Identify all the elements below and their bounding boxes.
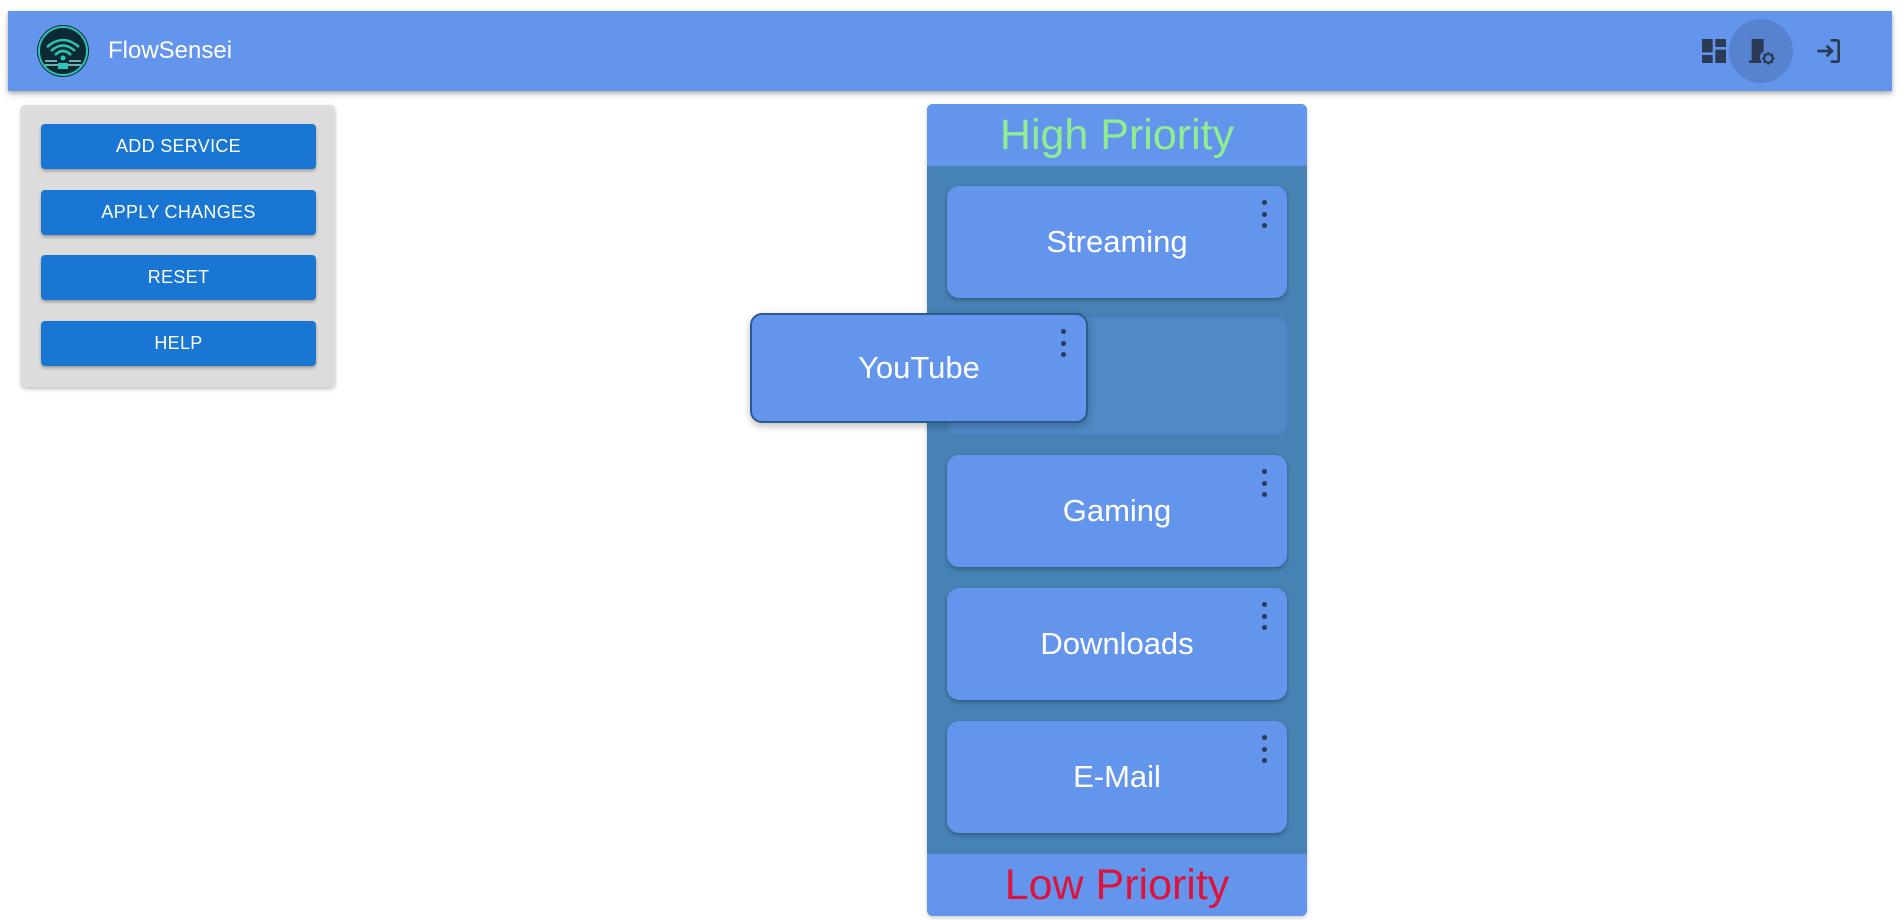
dashboard-button[interactable]	[1682, 19, 1746, 83]
dashboard-icon	[1702, 39, 1726, 63]
more-vert-icon[interactable]	[1054, 329, 1072, 357]
admin-settings-icon	[1749, 39, 1775, 65]
service-card-downloads[interactable]: Downloads	[947, 588, 1287, 700]
more-vert-icon[interactable]	[1255, 469, 1273, 497]
app-title: FlowSensei	[108, 37, 233, 64]
more-vert-icon[interactable]	[1255, 602, 1273, 630]
service-card-label: Gaming	[1062, 493, 1172, 528]
logout-icon	[1817, 39, 1840, 63]
service-card-email[interactable]: E-Mail	[947, 721, 1287, 833]
priority-column: High Priority Streaming Gaming Downloads…	[927, 104, 1307, 916]
high-priority-label: High Priority	[927, 104, 1307, 166]
add-service-button[interactable]: ADD SERVICE	[41, 124, 316, 169]
flowsensei-logo-icon[interactable]	[37, 25, 89, 77]
help-button[interactable]: HELP	[41, 321, 316, 366]
service-card-gaming[interactable]: Gaming	[947, 455, 1287, 567]
low-priority-label: Low Priority	[927, 854, 1307, 916]
service-card-youtube-dragging[interactable]: YouTube	[750, 313, 1088, 423]
apply-changes-button[interactable]: APPLY CHANGES	[41, 190, 316, 235]
action-panel: ADD SERVICE APPLY CHANGES RESET HELP	[21, 105, 335, 387]
app-bar: FlowSensei	[8, 11, 1892, 91]
service-card-label: Downloads	[1040, 626, 1194, 661]
service-card-streaming[interactable]: Streaming	[947, 186, 1287, 298]
admin-settings-button[interactable]	[1729, 19, 1793, 83]
service-card-label: E-Mail	[1073, 759, 1161, 794]
reset-button[interactable]: RESET	[41, 255, 316, 300]
service-card-label: YouTube	[858, 350, 980, 385]
more-vert-icon[interactable]	[1255, 735, 1273, 763]
more-vert-icon[interactable]	[1255, 200, 1273, 228]
service-card-label: Streaming	[1046, 224, 1188, 259]
logout-button[interactable]	[1796, 19, 1860, 83]
